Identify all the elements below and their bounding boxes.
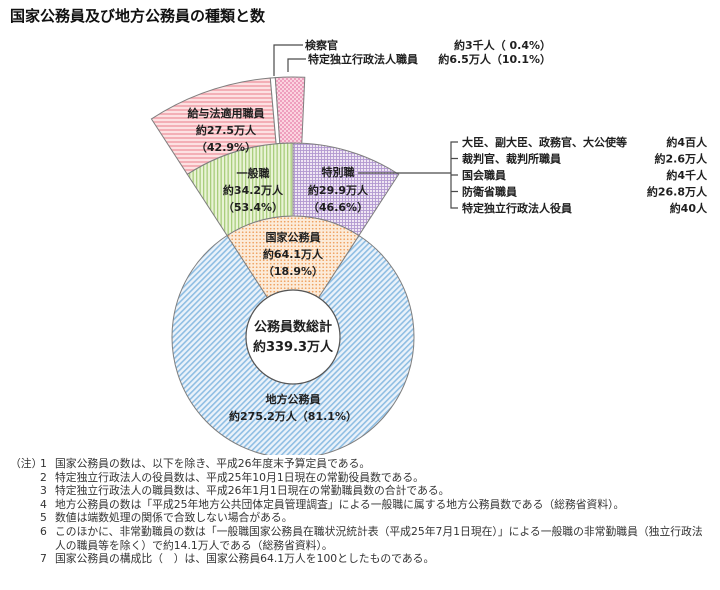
footnotes: （注） 1 国家公務員の数は、以下を除き、平成26年度末予算定員である。 2 特… — [10, 457, 712, 566]
iai-staff-amount: 約6.5万人（10.1%） — [438, 52, 551, 66]
page-title: 国家公務員及び地方公務員の種類と数 — [10, 7, 266, 25]
breakdown-amount-iai-officers: 約40人 — [670, 201, 708, 215]
prosecutors-leader-line — [273, 44, 303, 76]
center-total-label: 公務員数総計 — [254, 319, 332, 335]
breakdown-amount-ministers: 約4百人 — [666, 135, 708, 149]
sunburst-chart: 検察官 約3千人（ 0.4%） 特定独立行政法人職員 約6.5万人（10.1%）… — [150, 38, 708, 455]
breakdown-label-iai-officers: 特定独立行政法人役員 — [462, 201, 572, 215]
local-government-label: 地方公務員 — [266, 392, 321, 406]
salary-law-pct: （42.9%） — [196, 141, 256, 154]
national-government-label: 国家公務員 — [266, 230, 321, 244]
prosecutors-label: 検察官 — [305, 38, 338, 52]
regular-service-pct: （53.4%） — [223, 201, 283, 214]
special-service-label: 特別職 — [322, 165, 355, 179]
breakdown-label-judges: 裁判官、裁判所職員 — [462, 152, 561, 166]
breakdown-label-defense: 防衛省職員 — [462, 185, 517, 199]
regular-service-amount: 約34.2万人 — [223, 183, 284, 197]
iai-staff-label: 特定独立行政法人職員 — [308, 52, 418, 66]
footnote-6: 6 このほかに、非常勤職員の数は「一般職国家公務員在職状況統計表（平成25年7月… — [40, 524, 703, 552]
breakdown-amount-diet-staff: 約4千人 — [666, 168, 708, 182]
regular-service-label: 一般職 — [237, 166, 270, 180]
breakdown-amount-defense: 約26.8万人 — [647, 185, 708, 199]
prosecutors-amount: 約3千人（ 0.4%） — [454, 38, 551, 52]
special-service-amount: 約29.9万人 — [308, 183, 369, 197]
footnote-prefix: （注） — [10, 457, 43, 470]
special-service-bracket — [450, 141, 458, 209]
footnote-1: （注） 1 国家公務員の数は、以下を除き、平成26年度末予算定員である。 — [10, 457, 371, 470]
footnote-2: 2 特定独立行政法人の役員数は、平成25年10月1日現在の常勤役員数である。 — [40, 470, 424, 484]
national-government-pct: （18.9%） — [263, 265, 323, 278]
iai-employees-leader-line — [287, 58, 306, 72]
salary-law-label: 給与法適用職員 — [188, 106, 265, 120]
footnote-3: 3 特定独立行政法人の職員数は、平成26年1月1日現在の常勤職員数の合計である。 — [40, 484, 450, 498]
center-circle — [245, 289, 341, 385]
center-total-amount: 約339.3万人 — [253, 339, 334, 355]
sector-special-service — [292, 142, 400, 237]
local-government-amount: 約275.2万人（81.1%） — [229, 409, 357, 423]
special-service-pct: （46.6%） — [308, 201, 368, 214]
sector-iai-employees — [274, 76, 306, 144]
footnote-7: 7 国家公務員の構成比（ ）は、国家公務員64.1万人を100としたものである。 — [40, 552, 435, 566]
footnote-4: 4 地方公務員の数は「平成25年地方公共団体定員管理調査」による一般職に属する地… — [40, 497, 625, 511]
footnote-5: 5 数値は端数処理の関係で合致しない場合がある。 — [40, 511, 293, 525]
breakdown-amount-judges: 約2.6万人 — [655, 152, 708, 166]
national-government-amount: 約64.1万人 — [263, 247, 324, 261]
salary-law-amount: 約27.5万人 — [196, 123, 257, 137]
breakdown-label-ministers: 大臣、副大臣、政務官、大公使等 — [462, 135, 627, 149]
breakdown-label-diet-staff: 国会職員 — [462, 168, 506, 182]
